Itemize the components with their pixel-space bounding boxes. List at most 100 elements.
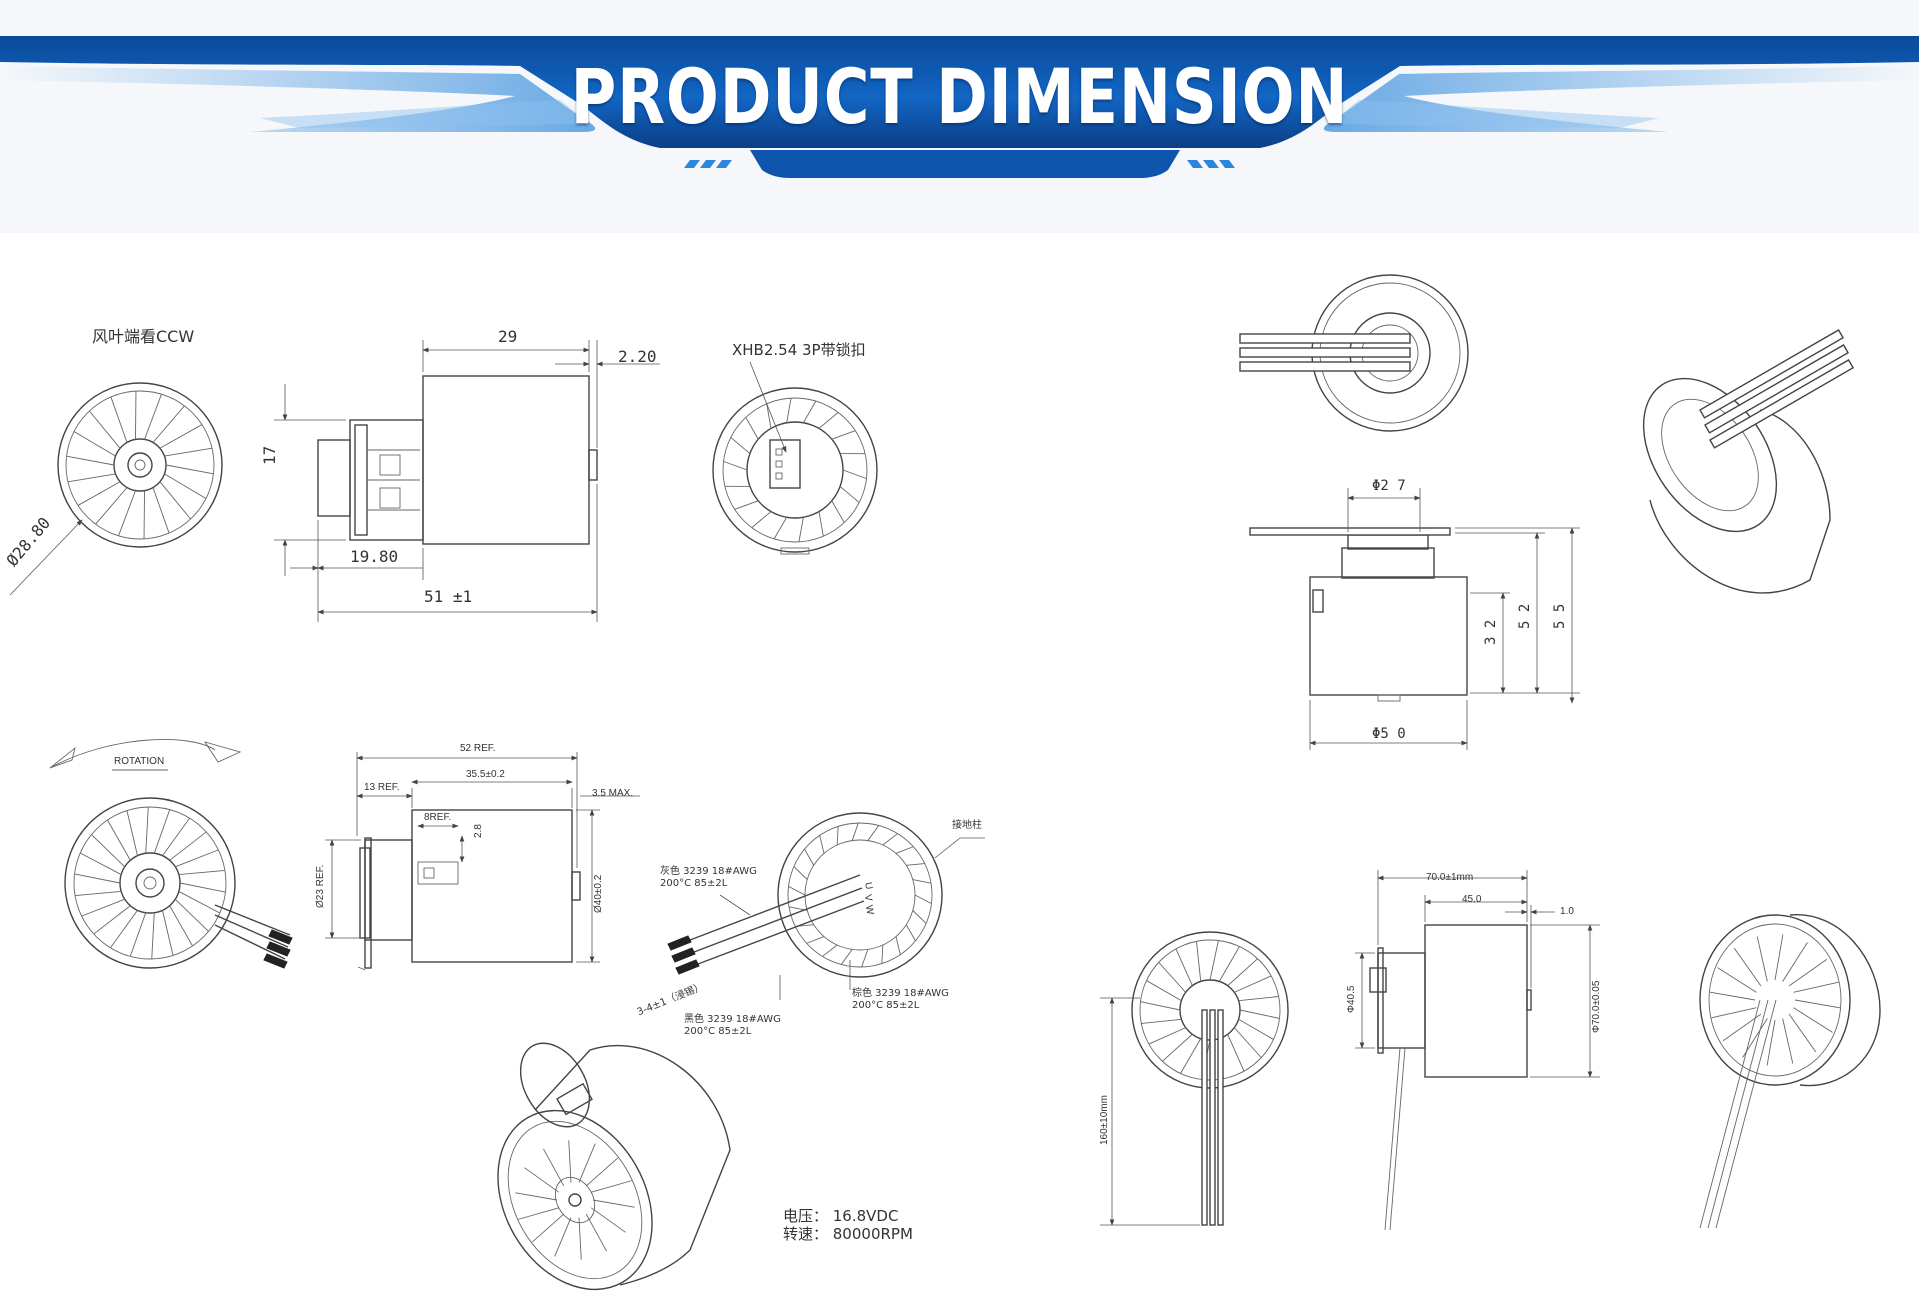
fan-blade <box>793 866 808 880</box>
dim-connector-length: 19.80 <box>350 547 399 566</box>
fan-blade <box>819 835 825 854</box>
fan-blade <box>518 1207 559 1220</box>
fan-blade <box>524 1167 560 1193</box>
fan-blade <box>723 460 748 471</box>
dim-mount-ref: 13 REF. <box>364 782 400 793</box>
wire-brown-temp: 200°C 85±2L <box>852 1000 920 1011</box>
dim-body-length-d: 45.0 <box>1462 894 1482 905</box>
fan-blade <box>162 910 174 956</box>
fan-blade <box>169 831 207 861</box>
fan-blade <box>75 891 122 896</box>
fan-blade <box>159 424 203 449</box>
fan-blade <box>1148 1027 1186 1045</box>
dim-body-length-b: 35.5±0.2 <box>466 769 505 780</box>
fan-blade <box>93 905 131 935</box>
fan-blade <box>73 431 116 457</box>
dim-total-length-d: 70.0±1mm <box>1426 872 1474 883</box>
fan-blade <box>734 500 759 510</box>
fan-blade <box>788 885 806 896</box>
fan-blade <box>914 894 932 905</box>
fan-blade <box>1141 1018 1182 1024</box>
fan-blade <box>1227 1034 1245 1072</box>
fan-blade <box>786 398 792 423</box>
fan-blade <box>836 826 839 845</box>
motor-isometric-b <box>497 1042 731 1291</box>
fan-blade <box>1234 975 1272 993</box>
fan-blade <box>554 1217 572 1257</box>
fan-blade <box>804 848 815 866</box>
wire-brown-spec: 棕色 3239 18#AWG <box>852 988 949 999</box>
dim-body-length: 29 <box>498 327 518 346</box>
fan-blade <box>145 806 149 854</box>
fan-blade <box>1218 946 1240 982</box>
fan-blade <box>110 910 138 949</box>
fan-blade <box>905 924 916 942</box>
fan-blade <box>1180 1038 1202 1074</box>
dim-height-32: 3 2 <box>1483 619 1499 645</box>
banner-title: PRODUCT DIMENSION <box>570 52 1349 141</box>
fan-blade <box>169 905 193 947</box>
fan-blade <box>153 809 171 854</box>
motor-side-view-d <box>1355 870 1600 1231</box>
fan-blade <box>91 834 126 868</box>
fan-blade <box>751 511 772 528</box>
fan-blade <box>1709 991 1756 1001</box>
fan-blade <box>1794 999 1841 1009</box>
fan-blade <box>1209 940 1219 981</box>
fan-blade <box>174 898 209 932</box>
fan-blade <box>906 863 925 866</box>
fan-blade <box>851 822 859 841</box>
rotation-arrow <box>49 739 242 771</box>
fan-blade <box>1793 1007 1833 1033</box>
fan-blade <box>164 447 213 457</box>
drawing-sheet <box>9 274 1881 1291</box>
fan-blade <box>585 1157 619 1187</box>
banner-graphic <box>0 36 1919 178</box>
fan-blade <box>1175 948 1193 986</box>
phase-label-v: V <box>861 893 874 903</box>
dim-body-diameter-d: Φ70.0±0.05 <box>1591 980 1602 1033</box>
fan-blade <box>1158 962 1187 993</box>
fan-blade <box>831 430 856 440</box>
fan-blade <box>1722 1013 1762 1042</box>
fan-blade <box>165 464 214 475</box>
fan-blade <box>1146 980 1182 1002</box>
fan-blade <box>151 912 155 960</box>
wire-grey-temp: 200°C 85±2L <box>660 878 728 889</box>
fan-blade <box>1717 967 1757 993</box>
fan-blade <box>1733 947 1762 987</box>
fan-blade <box>81 898 125 917</box>
fan-blade <box>1239 1009 1280 1019</box>
fan-blade <box>912 879 932 884</box>
fan-blade <box>592 1199 635 1208</box>
fan-blade <box>162 817 190 856</box>
voltage-spec: 电压： 16.8VDC <box>783 1207 899 1225</box>
fan-blade <box>1774 934 1784 981</box>
technical-drawings: 风叶端看CCW Ø28.80 29 2.20 17 19.80 51 ±1 XH… <box>0 233 1919 1302</box>
fan-blade <box>178 870 225 875</box>
fan-blade <box>578 1143 596 1183</box>
fan-blade <box>74 873 121 884</box>
fan-blade <box>806 936 825 944</box>
fan-blade <box>842 469 867 480</box>
fan-blade <box>867 825 880 841</box>
fan-blade <box>895 936 901 955</box>
fan-blade <box>118 490 136 536</box>
motor-isometric-c <box>1642 329 1855 594</box>
fan-blade <box>1238 1018 1274 1040</box>
fan-blade <box>745 417 759 440</box>
fan-blade <box>912 910 927 924</box>
fan-blade <box>839 486 860 503</box>
fan-blade <box>152 405 185 443</box>
speed-spec: 转速： 80000RPM <box>783 1225 913 1243</box>
fan-blade <box>107 819 131 861</box>
motor-side-view-b <box>325 752 640 971</box>
fan-blade <box>159 481 191 520</box>
fan-blade <box>840 949 853 965</box>
fan-blade <box>79 852 122 875</box>
fan-blade <box>543 1148 565 1187</box>
dim-wire-length-d: 160±10mm <box>1099 1095 1110 1145</box>
dim-total-length: 51 ±1 <box>424 587 473 606</box>
fan-blade <box>1782 942 1808 982</box>
fan-blade <box>129 912 147 957</box>
